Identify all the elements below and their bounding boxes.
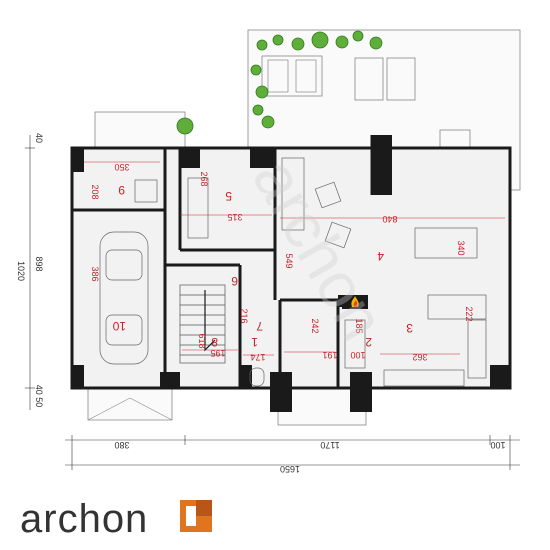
inner-dimension-labels: 350 208 386 315 268 840 340 549 216 618 … [84,161,505,362]
dim-bottom-right: 100 [490,440,505,450]
kitchen-cabinet-icon [467,319,487,379]
sunbed-icon [386,57,416,101]
dim-7-depth: 216 [239,308,249,323]
dim-1-width: 191 [322,350,337,360]
room-label-6: 6 [231,274,238,288]
dim-9-width: 350 [114,162,129,172]
dim-3-depth: 222 [464,306,474,321]
outer-dimension-labels: 40 1020 898 40 50 380 1170 100 1650 [16,133,506,474]
dim-8-width: 195 [210,348,225,358]
dim-2-width: 100 [350,350,365,360]
room-label-3: 3 [406,321,413,335]
sunbed-icon [354,57,384,101]
room-label-2: 2 [365,335,372,349]
dim-3-width: 362 [412,352,427,362]
dim-2-depth: 185 [354,318,364,333]
plant-icons [176,30,383,135]
room-labels: 1 2 3 4 5 6 7 8 9 10 [112,183,413,349]
toilet-icon [249,367,265,387]
dim-left-total: 1020 [16,261,26,281]
washing-machine-icon [134,179,158,203]
room-label-10: 10 [112,319,126,333]
armchair-icon [314,181,342,209]
dim-5-depth: 268 [199,171,209,186]
kitchen-worktop-icon [383,369,465,387]
furniture [99,157,487,387]
dim-7-width: 174 [250,352,265,362]
front-porch [94,111,186,148]
dining-table-icon [414,227,478,259]
kitchen-counter-icon [427,294,487,320]
dim-bottom-mid: 1170 [320,440,339,450]
room-label-4: 4 [377,249,384,263]
dim-left-top: 40 [34,133,44,143]
dim-10-depth: 386 [90,266,100,281]
logo-text: archon [20,497,148,541]
room-label-5: 5 [225,189,232,203]
outer-dimension-lines [25,135,520,470]
sofa-icon [187,177,209,239]
dim-5-width: 315 [227,212,242,222]
room-label-8: 8 [211,335,218,349]
room-label-7: 7 [256,319,263,333]
armchair-icon [324,221,352,249]
dim-4-width: 840 [382,214,397,224]
archon-logo: archon [20,497,212,541]
dim-4-depth-left: 549 [284,253,294,268]
dim-8-depth: 618 [197,333,207,348]
dim-left-mid: 898 [34,256,44,271]
dim-left-bottom: 40 50 [34,385,44,408]
room-label-1: 1 [251,335,258,349]
room-label-9: 9 [118,183,125,197]
wardrobe-icon [344,319,366,369]
outdoor-sofa-icon [261,55,323,97]
dim-bottom-left: 380 [114,440,129,450]
car-icon [99,231,149,365]
dim-9-depth: 208 [90,184,100,199]
sofa-icon [281,157,305,231]
garage-apron [87,387,173,421]
fireplace-icon [342,295,368,309]
dim-1-depth: 242 [310,318,320,333]
dim-4-depth: 340 [456,240,466,255]
wall-pillars [72,135,510,412]
dim-bottom-total: 1650 [280,464,300,474]
